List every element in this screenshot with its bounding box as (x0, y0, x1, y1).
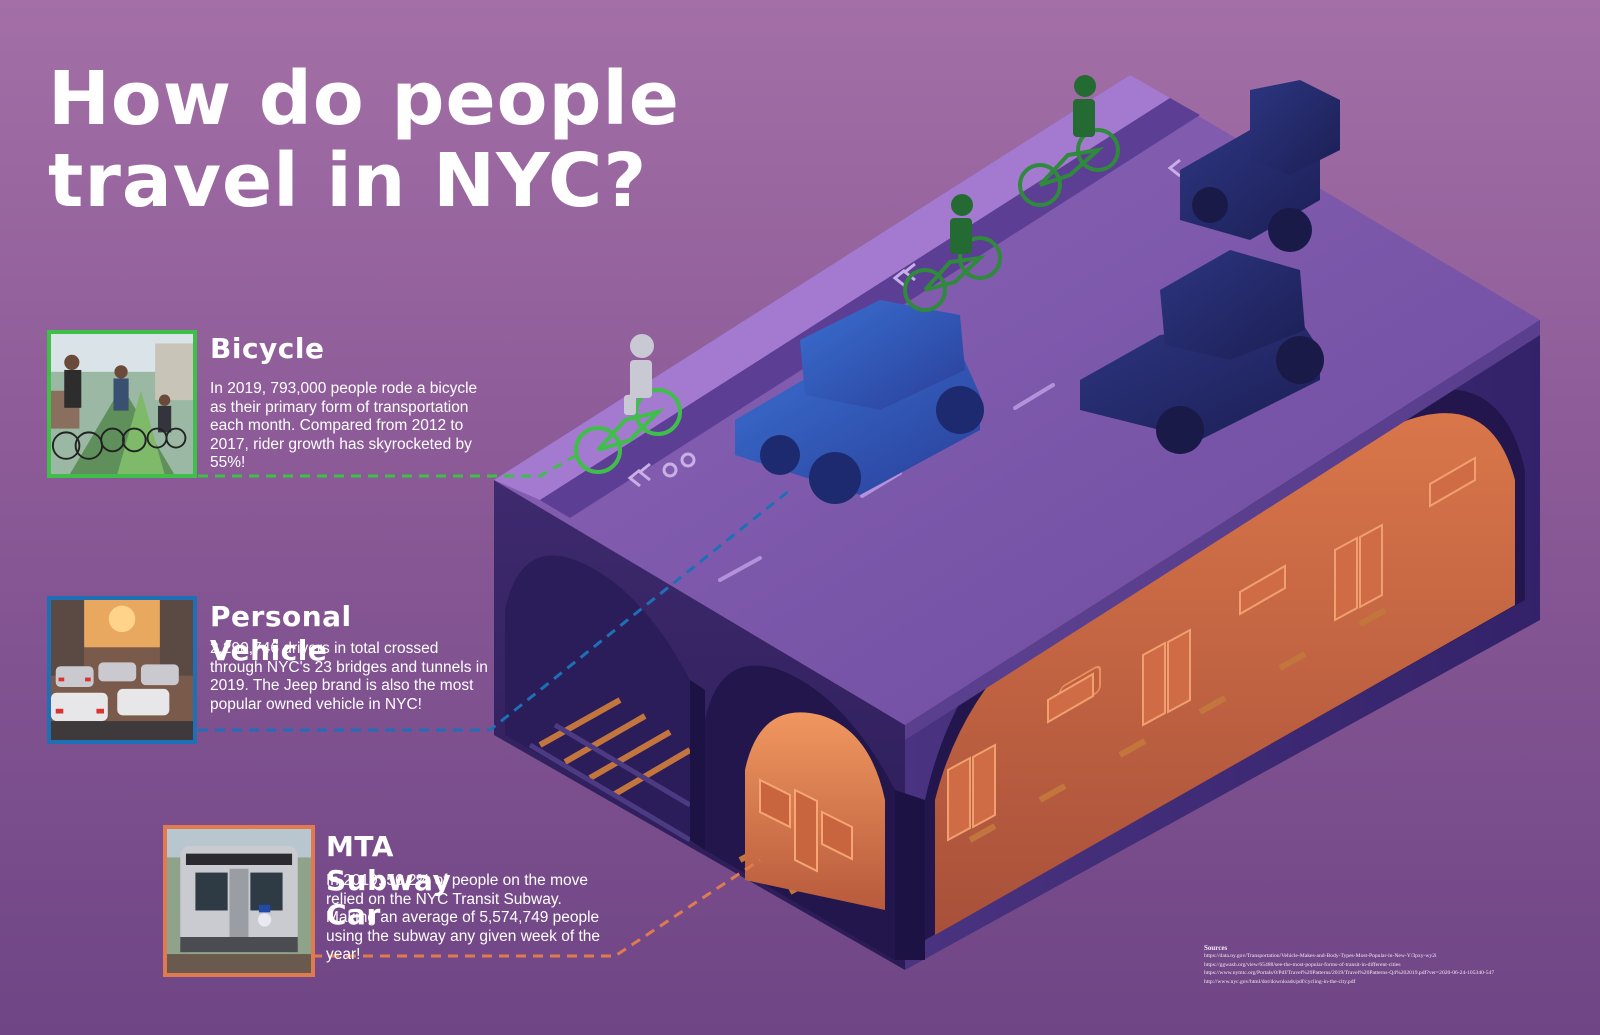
train-ties (968, 607, 1387, 843)
vehicle-connector-line (198, 488, 791, 732)
source-link[interactable]: http://www.nyc.gov/html/dot/downloads/pd… (1204, 978, 1356, 985)
sources-heading: Sources (1204, 944, 1228, 952)
bicycle-connector-line (198, 454, 576, 478)
train-windows (947, 456, 1476, 842)
subway-description: In 2019, 56.2% of people on the move rel… (326, 872, 601, 963)
jeep-far (1180, 80, 1340, 252)
cyclist-far (1018, 128, 1120, 207)
source-link[interactable]: https://ggwash.org/view/65488/see-the-mo… (1204, 961, 1401, 968)
personal-vehicle-heading: Personal Vehicle (210, 600, 352, 667)
cyclist-middle (903, 236, 1002, 312)
cyclist-front-rider (624, 334, 654, 415)
sources-list: Sources https://data.ny.gov/Transportati… (1204, 944, 1584, 986)
tunnel-arch-left (505, 555, 690, 840)
bike-lane-strip (494, 75, 1170, 500)
source-link[interactable]: https://data.ny.gov/Transportation/Vehic… (1204, 953, 1437, 960)
source-link[interactable]: https://www.nymtc.org/Portals/0/Pdf/Trav… (1204, 970, 1495, 977)
page-title: How do people travel in NYC? (48, 56, 680, 224)
jeep-middle (1080, 250, 1324, 454)
subway-heading: MTA Subway Car (326, 830, 452, 931)
bicycle-photo (47, 330, 197, 478)
bicycle-description: In 2019, 793,000 people rode a bicycle a… (210, 380, 478, 471)
subway-photo (163, 825, 315, 977)
jeep-front (735, 300, 984, 504)
personal-vehicle-description: 2,290,746 drivers in total crossed throu… (210, 640, 488, 713)
lane-markings (718, 383, 1055, 582)
traffic-photo (47, 596, 197, 744)
bicycle-heading: Bicycle (210, 332, 325, 365)
